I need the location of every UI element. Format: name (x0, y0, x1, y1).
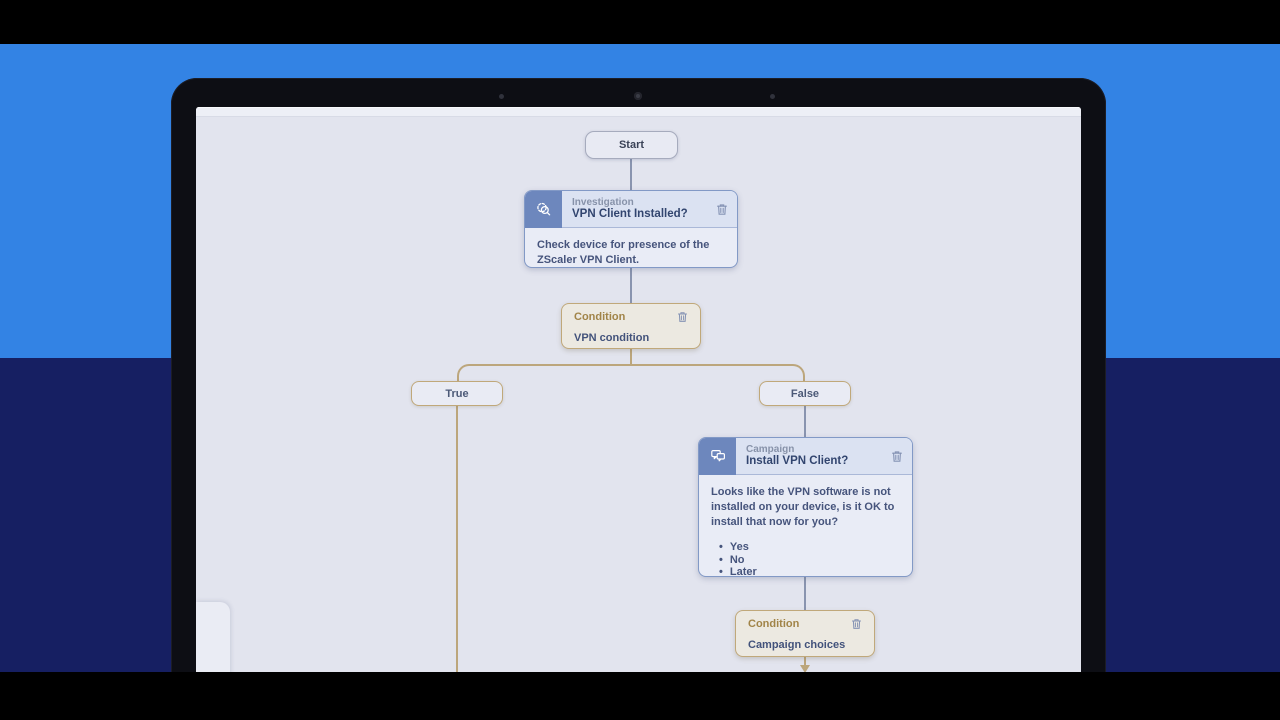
delete-investigation-button[interactable] (716, 203, 728, 216)
campaign-option: Later (729, 566, 757, 577)
connector-false-to-campaign (804, 406, 806, 437)
campaign-options: • Yes • No • Later (711, 541, 900, 577)
start-node[interactable]: Start (585, 131, 678, 159)
chat-bubbles-icon (699, 438, 736, 475)
connector-investigation-to-condition (630, 268, 632, 303)
condition-campaign-node[interactable]: Condition Campaign choices (735, 610, 875, 657)
campaign-node-header: Campaign Install VPN Client? (699, 438, 912, 475)
investigation-title: VPN Client Installed? (572, 208, 688, 221)
connector-condition2-stem (804, 657, 806, 666)
investigation-node-header: Investigation VPN Client Installed? (525, 191, 737, 228)
trash-icon (892, 450, 902, 462)
connector-true-branch (456, 406, 458, 676)
condition-vpn-node[interactable]: Condition VPN condition (561, 303, 701, 349)
connector-campaign-to-condition (804, 577, 806, 610)
condition-vpn-type-label: Condition (574, 311, 626, 323)
condition-vpn-value: VPN condition (574, 332, 650, 344)
list-item: • No (711, 554, 900, 567)
branch-true-node[interactable]: True (411, 381, 503, 406)
bullet-icon: • (719, 553, 723, 566)
workflow-canvas[interactable]: Start Investigation VPN Client Installed… (196, 107, 1081, 720)
branch-true-label: True (445, 387, 469, 400)
campaign-node[interactable]: Campaign Install VPN Client? Looks like … (698, 437, 913, 577)
device-frame: Start Investigation VPN Client Installed… (171, 78, 1106, 720)
condition-campaign-type-label: Condition (748, 618, 800, 630)
bullet-icon: • (719, 540, 723, 553)
gear-magnifier-icon (525, 191, 562, 228)
campaign-type-label: Campaign (746, 443, 795, 455)
list-item: • Later (711, 566, 900, 577)
delete-campaign-button[interactable] (891, 450, 903, 463)
campaign-option: No (729, 553, 745, 566)
connector-start-to-investigation (630, 159, 632, 190)
campaign-title: Install VPN Client? (746, 455, 849, 468)
connector-branch-split (457, 364, 805, 381)
branch-false-label: False (790, 387, 820, 400)
sensor-dot-icon (770, 94, 775, 99)
condition-campaign-value: Campaign choices (748, 639, 846, 651)
start-node-label: Start (618, 139, 645, 151)
investigation-node[interactable]: Investigation VPN Client Installed? Chec… (524, 190, 738, 268)
bullet-icon: • (719, 566, 723, 577)
trash-icon (717, 203, 727, 215)
list-item: • Yes (711, 541, 900, 554)
trash-icon (677, 312, 688, 322)
trash-icon (851, 619, 862, 629)
connector-condition-stem (630, 349, 632, 365)
branch-false-node[interactable]: False (759, 381, 851, 406)
campaign-description: Looks like the VPN software is not insta… (711, 486, 895, 528)
letterbox-top (0, 0, 1280, 44)
canvas-top-strip (196, 107, 1081, 117)
investigation-description: Check device for presence of the ZScaler… (537, 239, 710, 266)
delete-condition-campaign-button[interactable] (851, 618, 862, 630)
camera-dot-icon (634, 92, 642, 100)
delete-condition-vpn-button[interactable] (677, 311, 688, 323)
campaign-option: Yes (729, 540, 749, 553)
sensor-dot-icon (499, 94, 504, 99)
connector-split-arrow (800, 665, 810, 673)
letterbox-bottom (0, 672, 1280, 720)
investigation-type-label: Investigation (572, 196, 634, 208)
